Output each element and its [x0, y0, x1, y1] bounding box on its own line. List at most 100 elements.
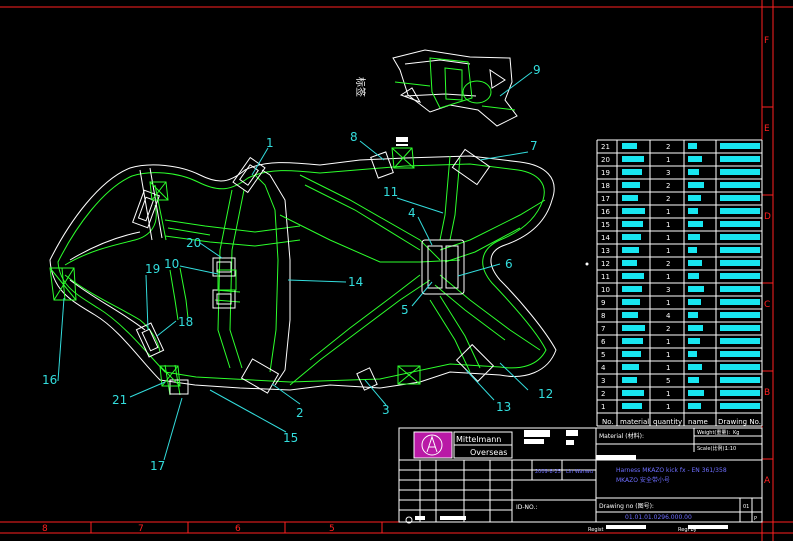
bom-row-number: 21: [601, 143, 610, 151]
regby-label: Regi by: [678, 527, 697, 533]
callout-10: 10: [164, 257, 179, 271]
title-block-text: Material (材料): Weight(重量): Kg Scale(比例):…: [516, 429, 757, 533]
weight-label: Weight(重量):: [697, 429, 730, 436]
callout-3: 3: [382, 403, 390, 417]
bom-row-quantity: 1: [666, 247, 670, 255]
bom-filled-cell: [688, 247, 697, 253]
frame-number: 5: [329, 524, 335, 534]
callout-7: 7: [530, 139, 538, 153]
bom-filled-cell: [720, 312, 760, 318]
bom-row-quantity: 2: [666, 260, 670, 268]
scale-label: Scale(比例):: [697, 445, 726, 452]
bom-filled-cell: [622, 169, 642, 175]
bom-row-number: 12: [601, 260, 610, 268]
product-name-cn: MKAZO 安全带小号: [616, 476, 670, 484]
callout-16: 16: [42, 373, 57, 387]
callout-4: 4: [408, 206, 416, 220]
bom-row-number: 15: [601, 221, 610, 229]
bom-filled-cell: [622, 156, 644, 162]
bom-filled-cell: [688, 286, 704, 292]
bom-filled-cell: [720, 221, 760, 227]
callout-21: 21: [112, 393, 127, 407]
weight-unit: Kg: [733, 430, 739, 436]
bom-filled-cell: [720, 377, 760, 383]
bom-filled-cell: [688, 195, 701, 201]
bom-filled-cell: [688, 403, 701, 409]
bom-filled-cell: [688, 169, 699, 175]
bom-filled-cell: [622, 221, 643, 227]
bom-row-number: 6: [601, 338, 606, 346]
bom-filled-cell: [622, 377, 637, 383]
bom-row-quantity: 1: [666, 390, 670, 398]
bom-row-number: 18: [601, 182, 610, 190]
frame-number: 6: [235, 524, 241, 534]
bom-row-quantity: 1: [666, 234, 670, 242]
bom-filled-cell: [688, 182, 704, 188]
bom-filled-cell: [720, 169, 760, 175]
drawing-no-label: Drawing no (图号):: [599, 503, 654, 510]
bom-filled-cell: [688, 351, 697, 357]
callout-2: 2: [296, 406, 304, 420]
header-material: material: [620, 418, 649, 426]
bom-row-number: 17: [601, 195, 610, 203]
bom-row-number: 8: [601, 312, 605, 320]
bom-row-quantity: 2: [666, 195, 670, 203]
bom-filled-cell: [688, 156, 702, 162]
bom-filled-cell: [688, 273, 699, 279]
frame-letter: E: [764, 124, 770, 134]
redacted-blocks: [396, 137, 728, 529]
bom-filled-cell: [688, 390, 704, 396]
bom-filled-cell: [720, 273, 760, 279]
callout-20: 20: [186, 236, 201, 250]
frame-number: 7: [138, 524, 144, 534]
bom-row-number: 11: [601, 273, 610, 281]
bom-row-number: 19: [601, 169, 610, 177]
bom-filled-cell: [622, 390, 644, 396]
callout-1: 1: [266, 136, 274, 150]
bom-filled-cell: [720, 299, 760, 305]
callout-9: 9: [533, 63, 541, 77]
sheet-number: 01: [743, 504, 749, 510]
bom-filled-cell: [622, 182, 640, 188]
callout-15: 15: [283, 431, 298, 445]
harness-drawing: [49, 147, 557, 396]
bom-row: 13 1: [601, 247, 760, 255]
bom-row-quantity: 2: [666, 325, 670, 333]
header-name: name: [688, 418, 708, 426]
bom-row-number: 13: [601, 247, 610, 255]
header-quantity: quantity: [653, 418, 682, 426]
callout-13: 13: [496, 400, 511, 414]
bom-filled-cell: [720, 364, 760, 370]
bom-filled-cell: [720, 403, 760, 409]
callout-18: 18: [178, 315, 193, 329]
bom-filled-cell: [720, 156, 760, 162]
bom-filled-cell: [720, 182, 760, 188]
bom-filled-cell: [688, 299, 701, 305]
title-block: [398, 427, 763, 523]
frame-number: 8: [42, 524, 48, 534]
frame-letter: B: [764, 388, 770, 398]
detail-label: 标签: [354, 77, 367, 97]
bom-filled-cell: [688, 143, 697, 149]
regist-label: Regist: [588, 527, 603, 533]
frame-letter: D: [764, 212, 771, 222]
bom-row-quantity: 1: [666, 273, 670, 281]
bom-filled-cell: [622, 286, 642, 292]
bom-filled-cell: [720, 325, 760, 331]
bom-row-quantity: 1: [666, 338, 670, 346]
product-name: Harness MKAZO kick fx - EN 361/358: [616, 467, 727, 474]
header-drawing: Drawing No.: [718, 418, 761, 426]
bom-filled-cell: [622, 312, 638, 318]
